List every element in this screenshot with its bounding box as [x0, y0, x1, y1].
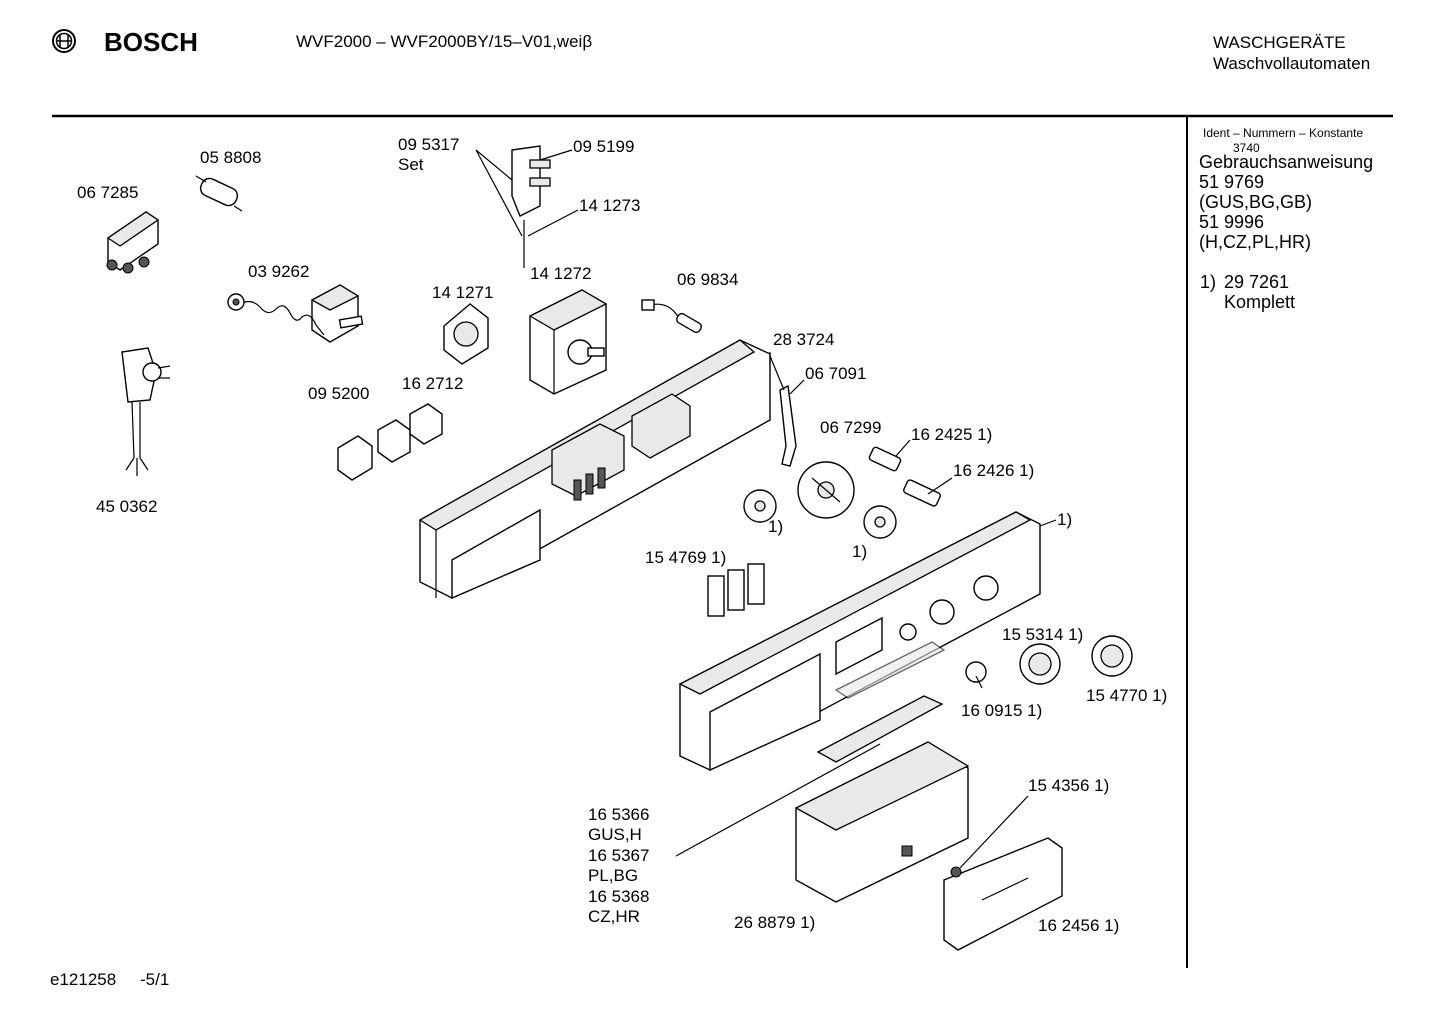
part-label: 16 5367 — [588, 846, 649, 865]
ident-constant: 3740 — [1233, 141, 1260, 155]
manual-line-3: 51 9996 — [1199, 212, 1264, 232]
part-label: 16 2425 1) — [911, 425, 992, 444]
selector-switch-part — [443, 303, 489, 365]
drawer-handle-part — [943, 837, 1063, 951]
part-label: 16 2456 1) — [1038, 916, 1119, 935]
footnote-mark: 1) — [1200, 272, 1216, 292]
programme-timer-part — [528, 289, 608, 395]
mains-cable-part — [121, 347, 171, 476]
part-label: 06 7299 — [820, 418, 881, 437]
manual-line-4: (H,CZ,PL,HR) — [1199, 232, 1311, 252]
door-switch-part — [511, 145, 551, 268]
front-fascia-part — [678, 511, 1041, 772]
part-label: 14 1271 — [432, 283, 493, 302]
sensor-part — [641, 299, 702, 334]
page-number: -5/1 — [140, 970, 169, 989]
part-label: 09 5199 — [573, 137, 634, 156]
push-keys-part — [707, 563, 765, 617]
part-label: 28 3724 — [773, 330, 834, 349]
temperature-regulator-part — [227, 284, 364, 343]
part-label: 14 1272 — [530, 264, 591, 283]
ident-title: Ident – Nummern – Konstante — [1203, 126, 1363, 140]
display-window-part — [816, 641, 946, 763]
manual-line-1: 51 9769 — [1199, 172, 1264, 192]
axle-parts — [868, 446, 941, 507]
part-label: 05 8808 — [200, 148, 261, 167]
part-label: 16 2712 — [402, 374, 463, 393]
part-label: 09 5200 — [308, 384, 369, 403]
part-label: PL,BG — [588, 866, 638, 885]
part-label: 15 4769 1) — [645, 548, 726, 567]
part-label: 16 5368 — [588, 887, 649, 906]
part-label: 15 4770 1) — [1086, 686, 1167, 705]
subcategory-title: Waschvollautomaten — [1213, 54, 1370, 73]
brand-name: BOSCH — [104, 27, 198, 57]
control-panel-frame-part — [418, 339, 771, 600]
part-label: 16 2426 1) — [953, 461, 1034, 480]
manual-line-2: (GUS,BG,GB) — [1199, 192, 1312, 212]
detergent-drawer-part — [794, 741, 970, 903]
part-label: 03 9262 — [248, 262, 309, 281]
part-label: Set — [398, 155, 424, 174]
part-label: 16 5366 — [588, 805, 649, 824]
bosch-logo-icon — [52, 29, 76, 53]
part-label: 06 9834 — [677, 270, 738, 289]
part-label: 26 8879 1) — [734, 913, 815, 932]
clip-part — [779, 384, 797, 467]
part-label: 15 5314 1) — [1002, 625, 1083, 644]
capacitor-part — [195, 175, 243, 212]
knob-holder-part — [797, 461, 855, 519]
part-label: 06 7285 — [77, 183, 138, 202]
part-label: 14 1273 — [579, 196, 640, 215]
leader-lines — [475, 149, 1057, 869]
part-label: 1) — [768, 517, 783, 536]
part-label: 1) — [852, 542, 867, 561]
part-label: CZ,HR — [588, 907, 640, 926]
drawing-code: e121258 — [50, 970, 116, 989]
part-label: 09 5317 — [398, 135, 459, 154]
manual-label: Gebrauchsanweisung — [1199, 152, 1373, 172]
model-title: WVF2000 – WVF2000BY/15–V01,weiβ — [296, 32, 592, 51]
part-label: 15 4356 1) — [1028, 776, 1109, 795]
knob-parts — [965, 635, 1133, 685]
footnote-text: Komplett — [1224, 292, 1295, 312]
bracket-part — [106, 211, 160, 274]
part-label: 16 0915 1) — [961, 701, 1042, 720]
part-label: GUS,H — [588, 825, 642, 844]
category-title: WASCHGERÄTE — [1213, 33, 1346, 52]
coupling-parts — [743, 489, 897, 539]
part-label: 45 0362 — [96, 497, 157, 516]
part-label: 1) — [1057, 510, 1072, 529]
footnote-number: 29 7261 — [1224, 272, 1289, 292]
part-label: 06 7091 — [805, 364, 866, 383]
push-button-switches-part — [337, 403, 443, 481]
